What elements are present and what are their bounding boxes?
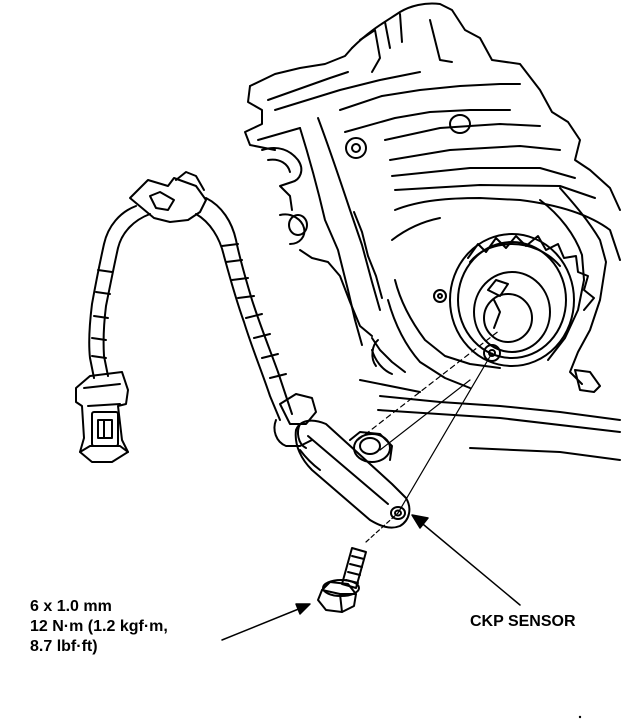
sensor-harness bbox=[88, 171, 317, 447]
ckp-sensor bbox=[294, 419, 411, 529]
crank-pulley bbox=[449, 233, 595, 367]
install-axis bbox=[357, 329, 501, 543]
bolt-size-label: 6 x 1.0 mm bbox=[30, 598, 112, 615]
bolt-spec-callout: 6 x 1.0 mm 12 N·m (1.2 kgf·m, 8.7 lbf·ft… bbox=[30, 597, 168, 657]
engine-block bbox=[244, 2, 621, 461]
bolt-torque-imperial-label: 8.7 lbf·ft) bbox=[30, 638, 98, 655]
bolt-torque-label: 12 N·m (1.2 kgf·m, bbox=[30, 618, 168, 635]
block-bosses bbox=[288, 114, 501, 367]
sensor-bolt bbox=[317, 547, 367, 613]
ckp-sensor-label: CKP SENSOR bbox=[470, 613, 576, 630]
corner-dot bbox=[578, 715, 582, 719]
harness-connector bbox=[75, 371, 129, 463]
leader-arrows bbox=[221, 514, 521, 641]
